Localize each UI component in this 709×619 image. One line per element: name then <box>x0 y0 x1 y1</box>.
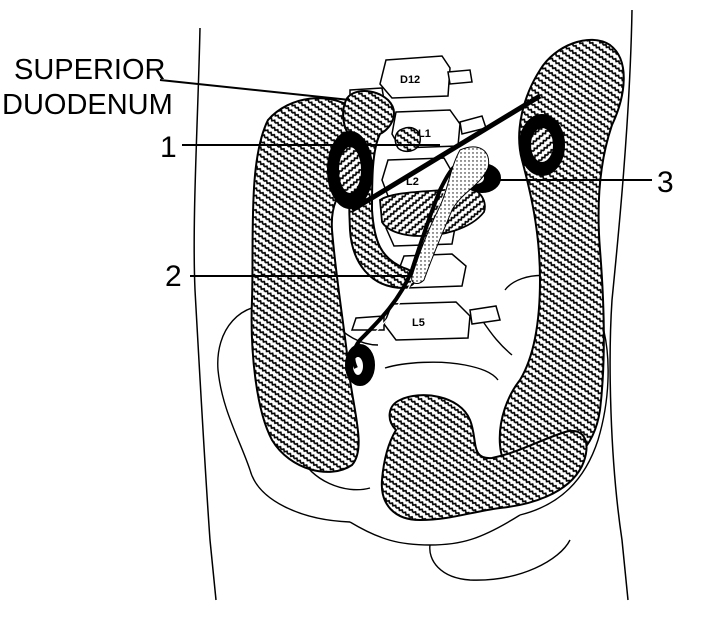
vertebra-label-l5: L5 <box>412 317 425 329</box>
vertebra-d12-body <box>379 55 451 99</box>
label-duodenum: DUODENUM <box>2 89 173 121</box>
callout-2: 2 <box>165 260 182 293</box>
vertebra-label-l2: L2 <box>406 176 419 188</box>
vertebra-label-d12: D12 <box>400 74 420 86</box>
body-outline <box>193 9 633 601</box>
label-superior: SUPERIOR <box>14 54 165 86</box>
leader-superior-duodenum <box>159 79 351 101</box>
callout-1: 1 <box>160 131 177 164</box>
stippled-duct <box>411 146 490 284</box>
vertebra-label-l1: L1 <box>418 128 431 140</box>
vertebra-labels: D12 L1 L2 L5 <box>400 74 431 329</box>
sigmoid-colon <box>380 394 588 522</box>
callout-3: 3 <box>657 166 674 199</box>
leader-lines <box>159 79 652 277</box>
